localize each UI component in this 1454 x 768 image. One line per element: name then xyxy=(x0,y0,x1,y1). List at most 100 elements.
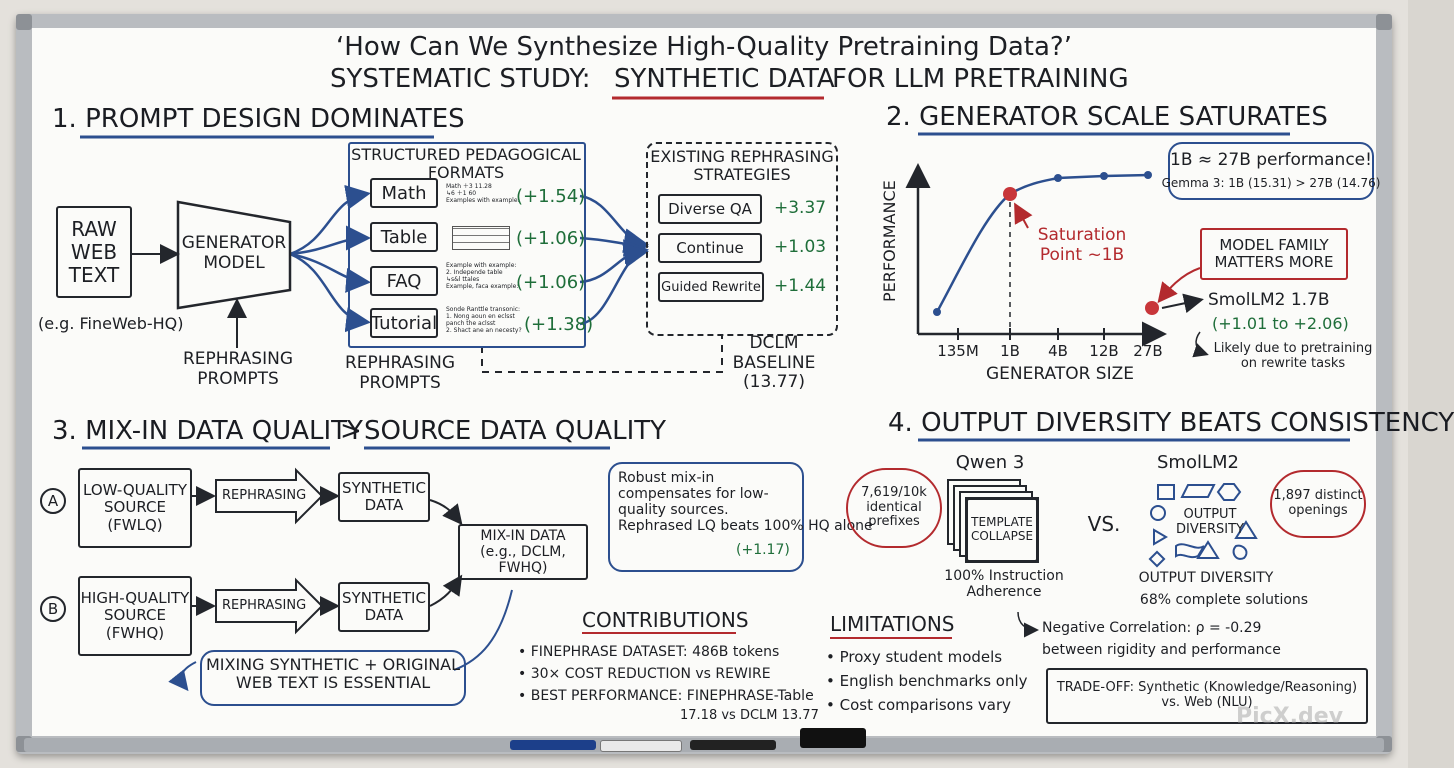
format-gain: (+1.06) xyxy=(516,228,586,249)
section3-header-right: SOURCE DATA QUALITY xyxy=(364,416,667,446)
chart-tick-label: 12B xyxy=(1089,342,1119,360)
arrow xyxy=(1161,293,1204,314)
strategy-label: Guided Rewrite xyxy=(661,279,761,295)
blue-marker-icon xyxy=(510,740,596,750)
mixing-note-bubble xyxy=(200,650,466,706)
diversity-sub: 68% complete solutions xyxy=(1139,592,1309,608)
limitation-item: • English benchmarks only xyxy=(826,672,1028,690)
strategy-gain: +1.03 xyxy=(774,237,827,257)
model-family-box: MODEL FAMILY MATTERS MORE xyxy=(1200,228,1348,280)
strategy-diverse-qa: Diverse QA xyxy=(658,194,762,224)
strategy-guided-rewrite: Guided Rewrite xyxy=(658,272,764,302)
synthetic-data-label: SYNTHETIC DATA xyxy=(342,588,426,624)
smollm2-bubble-text: 1,897 distinct openings xyxy=(1273,488,1363,518)
format-snippet: Sonde Ranttle transonic: 1. Nong aoun en… xyxy=(446,306,522,334)
mixin-callout-text: Robust mix-in compensates for low-qualit… xyxy=(618,470,769,519)
existing-strategies-panel xyxy=(646,142,838,336)
vs-label: VS. xyxy=(1087,512,1121,536)
watermark: PicX.dev xyxy=(1236,704,1344,729)
diversity-inner-label: OUTPUT DIVERSITY xyxy=(1176,507,1244,537)
contribution-detail: 17.18 vs DCLM 13.77 xyxy=(680,708,819,723)
badge-a-label: A xyxy=(47,492,59,510)
rephrasing-step: REPHRASING xyxy=(222,598,307,613)
format-math-label: Math xyxy=(381,182,427,204)
contribution-item: • FINEPHRASE DATASET: 486B tokens xyxy=(518,644,780,660)
qwen-bubble-text: 7,619/10k identical prefixes xyxy=(861,484,927,530)
rephrasing-arrow-shape xyxy=(215,467,324,525)
qwen-bubble: 7,619/10k identical prefixes xyxy=(846,468,942,548)
data-point-27B xyxy=(1144,171,1152,179)
synthetic-data-label: SYNTHETIC DATA xyxy=(342,478,426,514)
format-tutorial-label: Tutorial xyxy=(370,312,438,334)
formats-caption: REPHRASING PROMPTS xyxy=(344,353,456,393)
arrow xyxy=(168,661,197,692)
template-collapse-box: TEMPLATE COLLAPSE xyxy=(966,498,1038,562)
format-table-label: Table xyxy=(380,226,428,248)
eraser-icon xyxy=(800,728,866,748)
correlation-label: Negative Correlation: ρ = -0.29 xyxy=(1042,620,1262,636)
raw-web-text-label: RAW WEB TEXT xyxy=(68,216,120,287)
raw-web-text-doc: RAW WEB TEXT xyxy=(56,206,132,298)
badge-b-label: B xyxy=(47,600,59,618)
title-prefix: SYSTEMATIC STUDY: xyxy=(330,64,591,94)
section1-header: 1. PROMPT DESIGN DOMINATES xyxy=(52,104,465,134)
title-suffix: FOR LLM PRETRAINING xyxy=(832,64,1129,94)
smollm2-label: SmolLM2 xyxy=(1157,452,1239,473)
limitation-item: • Cost comparisons vary xyxy=(826,696,1012,714)
mixin-label: MIX-IN DATA (e.g., DCLM, FWHQ) xyxy=(480,527,566,577)
section3-comparator: > xyxy=(340,416,362,446)
arrow xyxy=(579,239,649,284)
frame-corner xyxy=(1376,14,1392,30)
title-highlight: SYNTHETIC DATA xyxy=(614,64,835,94)
dclm-baseline: DCLM BASELINE (13.77) xyxy=(732,333,816,393)
synthetic-data-b: SYNTHETIC DATA xyxy=(338,582,430,632)
low-quality-source: LOW-QUALITY SOURCE (FWLQ) xyxy=(78,468,192,548)
arrow xyxy=(289,252,371,333)
format-tutorial: Tutorial xyxy=(370,308,438,338)
contribution-item: • 30× COST REDUCTION vs REWIRE xyxy=(518,666,771,682)
badge-b: B xyxy=(40,596,66,622)
contribution-item: • BEST PERFORMANCE: FINEPHRASE-Table xyxy=(518,688,814,704)
strategy-label: Diverse QA xyxy=(668,200,752,218)
chart-tick-label: 4B xyxy=(1048,342,1068,360)
model-family-label: MODEL FAMILY MATTERS MORE xyxy=(1214,235,1334,271)
data-point-135M xyxy=(933,308,941,316)
blue-marker-icon xyxy=(600,740,682,752)
strategy-gain: +1.44 xyxy=(774,276,827,296)
arrow xyxy=(1157,267,1201,304)
arrow xyxy=(579,243,649,326)
arrow xyxy=(1014,202,1033,229)
qwen-label: Qwen 3 xyxy=(955,452,1025,473)
arrow xyxy=(579,194,649,254)
data-point-4B xyxy=(1054,174,1062,182)
mixin-callout-text2: Rephrased LQ beats 100% HQ alone xyxy=(618,518,873,534)
chart-ylabel: PERFORMANCE xyxy=(880,180,899,302)
arrow xyxy=(429,499,463,526)
format-faq: FAQ xyxy=(370,266,438,296)
saturation-label: Saturation Point ~1B xyxy=(1037,225,1127,265)
format-gain: (+1.06) xyxy=(516,272,586,293)
rephrasing-step: REPHRASING xyxy=(222,488,307,503)
existing-strategies-title: EXISTING REPHRASING STRATEGIES xyxy=(650,147,834,185)
arrow xyxy=(429,574,463,607)
callout-subtitle: Gemma 3: 1B (15.31) > 27B (14.76) xyxy=(1161,176,1381,190)
diversity-shapes xyxy=(1148,483,1258,568)
source-label: LOW-QUALITY SOURCE (FWLQ) xyxy=(83,481,187,534)
chart-xlabel: GENERATOR SIZE xyxy=(986,364,1134,384)
arrow xyxy=(289,225,371,256)
black-marker-icon xyxy=(690,740,776,750)
strategy-continue: Continue xyxy=(658,233,762,263)
high-quality-source: HIGH-QUALITY SOURCE (FWHQ) xyxy=(78,576,192,656)
board-question: ‘How Can We Synthesize High-Quality Pret… xyxy=(336,32,1072,62)
smollm-gain: (+1.01 to +2.06) xyxy=(1212,314,1349,333)
arrow xyxy=(1192,331,1209,358)
tradeoff-box: TRADE-OFF: Synthetic (Knowledge/Reasonin… xyxy=(1046,668,1368,724)
structured-formats-title: STRUCTURED PEDAGOGICAL FORMATS xyxy=(351,145,581,183)
rephrasing-arrow-shape xyxy=(215,577,324,635)
limitations-header: LIMITATIONS xyxy=(830,612,955,636)
table-sketch-icon xyxy=(452,226,510,250)
section3-header-left: 3. MIX-IN DATA QUALITY xyxy=(52,416,363,446)
chart-tick-label: 27B xyxy=(1133,342,1163,360)
synthetic-data-a: SYNTHETIC DATA xyxy=(338,472,430,522)
